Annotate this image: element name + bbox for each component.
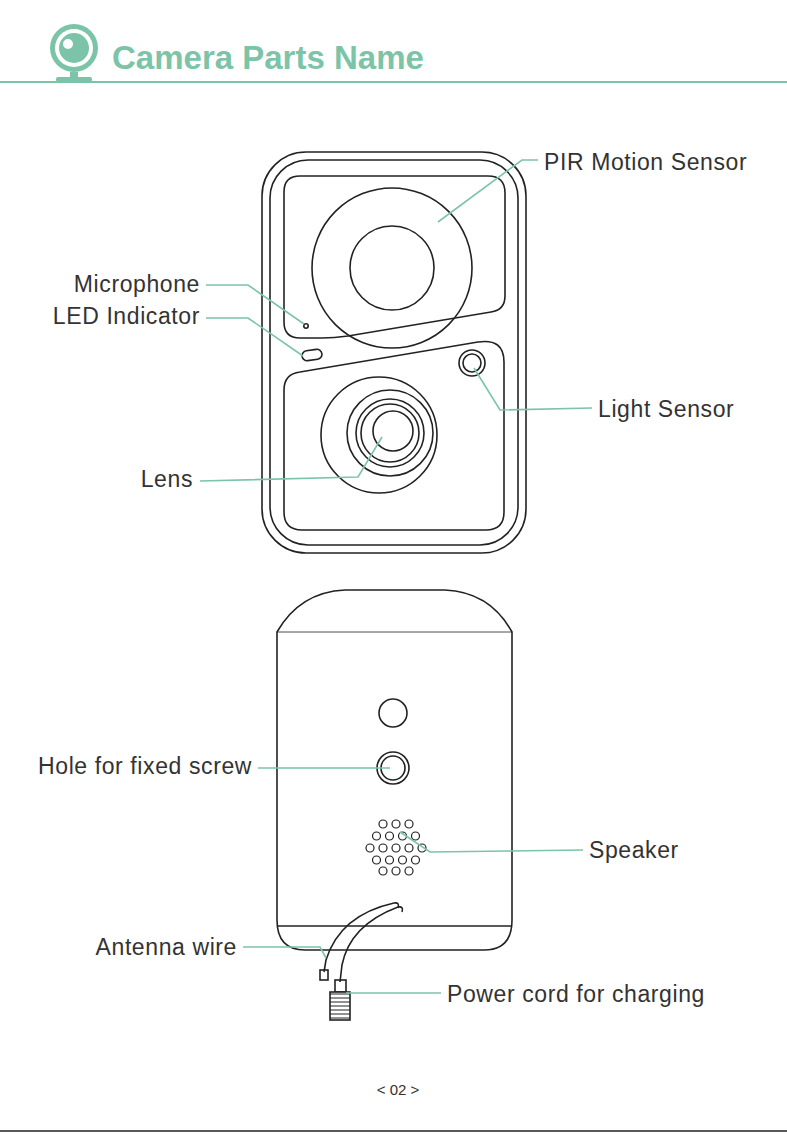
leader-line [200, 437, 382, 481]
pir-dome [312, 188, 472, 348]
leader-lines [200, 160, 592, 993]
light-sensor [459, 350, 485, 376]
part-label: Hole for fixed screw [38, 755, 252, 778]
speaker-hole [379, 867, 387, 875]
part-label: PIR Motion Sensor [544, 151, 747, 174]
back-housing [277, 590, 512, 950]
speaker-hole [386, 832, 394, 840]
top-edge [277, 632, 512, 633]
header-rule [0, 81, 787, 83]
speaker-hole [399, 856, 407, 864]
led-indicator [301, 349, 322, 362]
part-label: LED Indicator [53, 305, 200, 328]
mount-hole [379, 699, 407, 727]
leader-line [438, 160, 538, 222]
leader-line [474, 368, 592, 410]
power-cord [340, 907, 403, 982]
part-label: Antenna wire [96, 936, 237, 959]
lens-ring [356, 399, 424, 467]
speaker-hole [392, 867, 400, 875]
part-label: Lens [141, 468, 193, 491]
speaker-hole [373, 856, 381, 864]
speaker-grille [366, 820, 426, 875]
camera-icon [50, 24, 98, 82]
lens-housing [321, 377, 437, 493]
lens-bezel [347, 390, 433, 476]
leader-line [206, 318, 303, 356]
speaker-hole [412, 832, 420, 840]
speaker-hole [379, 820, 387, 828]
page-number: < 02 > [377, 1082, 420, 1097]
speaker-hole [366, 844, 374, 852]
pir-lens [350, 226, 434, 310]
speaker-hole [392, 820, 400, 828]
camera-back [277, 590, 512, 1020]
speaker-hole [373, 832, 381, 840]
power-plug [330, 992, 350, 1020]
microphone-hole [304, 324, 308, 328]
antenna-wire [324, 903, 399, 972]
leader-line [400, 832, 583, 852]
antenna-tip [320, 970, 328, 980]
power-plug-collar [335, 980, 346, 992]
camera-front [262, 152, 526, 553]
speaker-hole [405, 867, 413, 875]
lens-glass [373, 411, 413, 451]
speaker-hole [405, 820, 413, 828]
housing-inner [270, 160, 518, 545]
speaker-hole [386, 856, 394, 864]
speaker-hole [405, 844, 413, 852]
footer-rule [0, 1130, 787, 1132]
speaker-hole [392, 844, 400, 852]
leader-line [346, 992, 441, 994]
part-label: Power cord for charging [447, 983, 705, 1006]
light-sensor-inner [463, 354, 481, 372]
lens-panel [284, 341, 504, 530]
part-label: Speaker [589, 839, 679, 862]
part-label: Light Sensor [598, 398, 734, 421]
housing-outer [262, 152, 526, 553]
speaker-hole [412, 856, 420, 864]
lens-ring-inner [361, 404, 419, 462]
part-label: Microphone [74, 273, 200, 296]
speaker-hole [379, 844, 387, 852]
bottom-band [277, 925, 512, 927]
leader-line [258, 767, 390, 769]
leader-line [243, 947, 326, 958]
page-title: Camera Parts Name [112, 41, 424, 74]
